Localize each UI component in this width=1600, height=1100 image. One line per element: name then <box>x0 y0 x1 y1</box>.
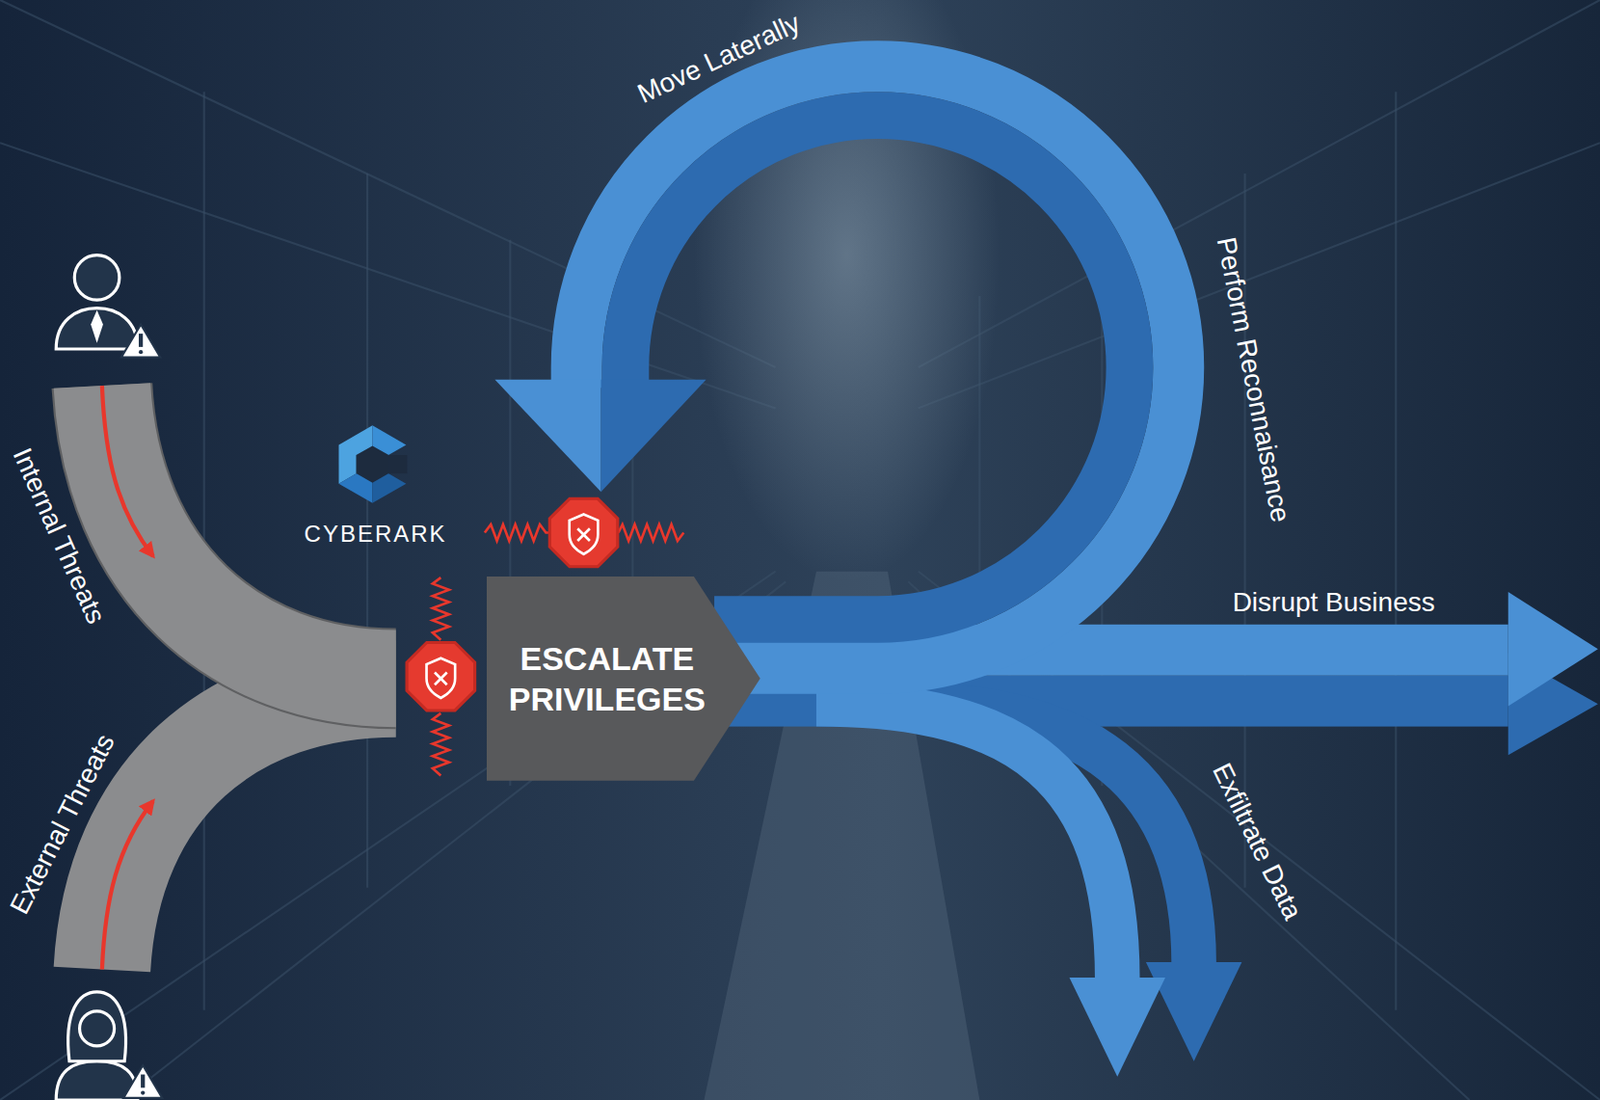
cyberark-logo-icon <box>338 425 407 503</box>
blue-flow-arrows <box>494 66 1598 1077</box>
internal-threat-person <box>55 255 160 358</box>
flow-label: Exfiltrate Data <box>1205 758 1308 925</box>
process-box: ESCALATE PRIVILEGES <box>486 576 761 781</box>
flow-label: Internal Threats <box>6 443 112 629</box>
box-label: ESCALATE PRIVILEGES <box>493 638 721 720</box>
flow-label: Disrupt Business <box>1232 586 1436 618</box>
pentagon-shape <box>486 576 761 781</box>
block-shield <box>406 642 476 711</box>
flow-label: Perform Reconnaisance <box>1210 234 1297 525</box>
flow-label: Move Laterally <box>633 7 806 110</box>
external-threat-hacker <box>55 991 162 1100</box>
flow-label: External Threats <box>3 729 122 920</box>
text-holder: ESCALATE PRIVILEGES <box>486 576 728 781</box>
logo-text: CYBERARK <box>304 520 448 548</box>
threat-pipes <box>102 385 397 969</box>
box-fill <box>486 576 761 781</box>
block-shield <box>549 498 618 566</box>
